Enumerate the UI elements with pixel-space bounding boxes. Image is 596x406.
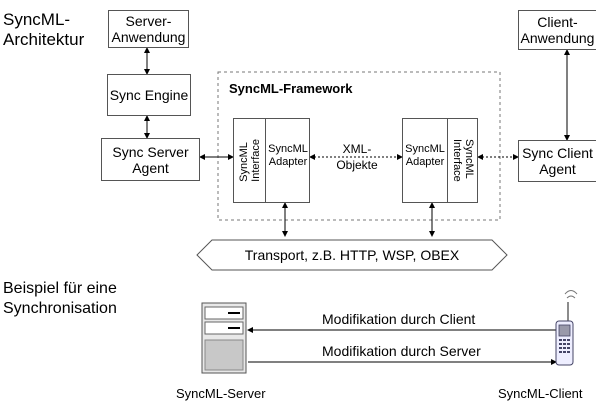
architecture-title: SyncML-Architektur <box>3 10 85 49</box>
transport-label: Transport, z.B. HTTP, WSP, OBEX <box>244 247 460 263</box>
framework-container <box>217 71 501 221</box>
client-modification-label: Modifikation durch Client <box>322 311 476 327</box>
framework-label: SyncML-Framework <box>229 81 353 96</box>
sync-engine-box: Sync Engine <box>107 74 191 116</box>
phone-icon <box>555 290 578 366</box>
transport-arrow <box>196 239 508 271</box>
server-icon <box>201 302 247 374</box>
syncml-client-label: SyncML-Client <box>498 386 583 401</box>
client-application-box: Client-Anwendung <box>518 10 596 50</box>
server-application-box: Server-Anwendung <box>108 10 189 48</box>
server-modification-label: Modifikation durch Server <box>322 343 481 359</box>
syncml-server-label: SyncML-Server <box>176 386 266 401</box>
xml-objects-label: XML- Objekte <box>336 142 378 172</box>
